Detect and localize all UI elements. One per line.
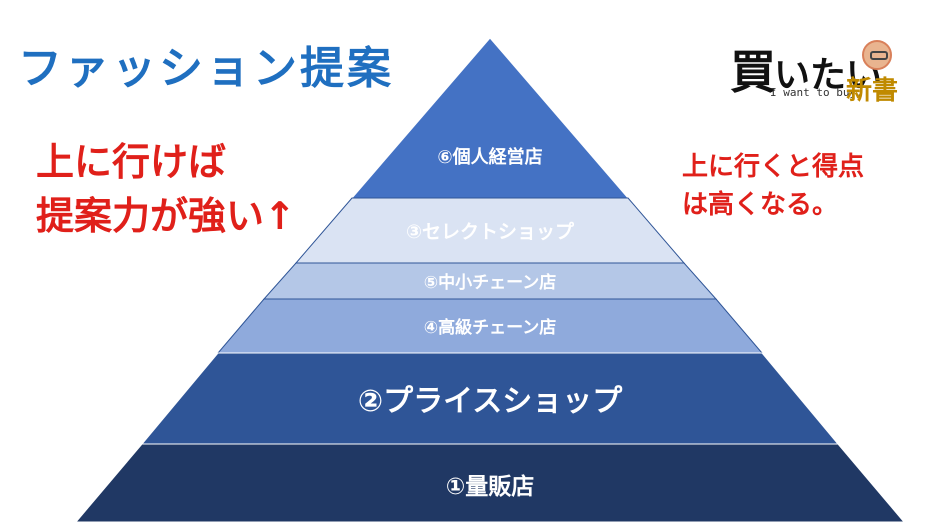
pyramid-level-6-shape bbox=[350, 37, 630, 199]
pyramid-level-5: ⑤中小チェーン店 bbox=[262, 262, 718, 300]
pyramid-level-6: ⑥個人経営店 bbox=[350, 37, 630, 199]
page-title: ファッション提案 bbox=[18, 43, 394, 94]
logo-kanji: 買 bbox=[730, 45, 776, 99]
left-note-line1: 上に行けば bbox=[36, 140, 227, 184]
left-note: 上に行けば 提案力が強い↑ bbox=[36, 135, 296, 243]
pyramid-level-3-label: ③セレクトショップ bbox=[406, 220, 575, 243]
pyramid-level-2: ②プライスショップ bbox=[140, 352, 840, 445]
pyramid-level-1-shape bbox=[74, 443, 906, 523]
right-note-line1: 上に行くと得点 bbox=[682, 152, 865, 182]
avatar-icon bbox=[862, 40, 892, 70]
brand-logo: 買 いたい I want to buy. 新書 bbox=[730, 36, 910, 106]
pyramid-level-4-label: ④高級チェーン店 bbox=[424, 317, 557, 337]
pyramid-level-4: ④高級チェーン店 bbox=[216, 298, 764, 354]
left-note-line2: 提案力が強い↑ bbox=[36, 194, 296, 238]
pyramid-level-5-label: ⑤中小チェーン店 bbox=[424, 272, 557, 292]
right-note-line2: は高くなる。 bbox=[682, 190, 839, 220]
logo-subtitle: I want to buy. bbox=[770, 86, 863, 99]
pyramid-level-1: ①量販店 bbox=[74, 443, 906, 523]
pyramid-level-3: ③セレクトショップ bbox=[294, 197, 686, 264]
logo-book: 新書 bbox=[846, 76, 899, 106]
pyramid-level-6-label: ⑥個人経営店 bbox=[437, 146, 542, 167]
right-note: 上に行くと得点 は高くなる。 bbox=[682, 148, 864, 224]
pyramid-level-2-label: ②プライスショップ bbox=[358, 385, 624, 418]
pyramid-level-1-label: ①量販店 bbox=[446, 473, 534, 499]
